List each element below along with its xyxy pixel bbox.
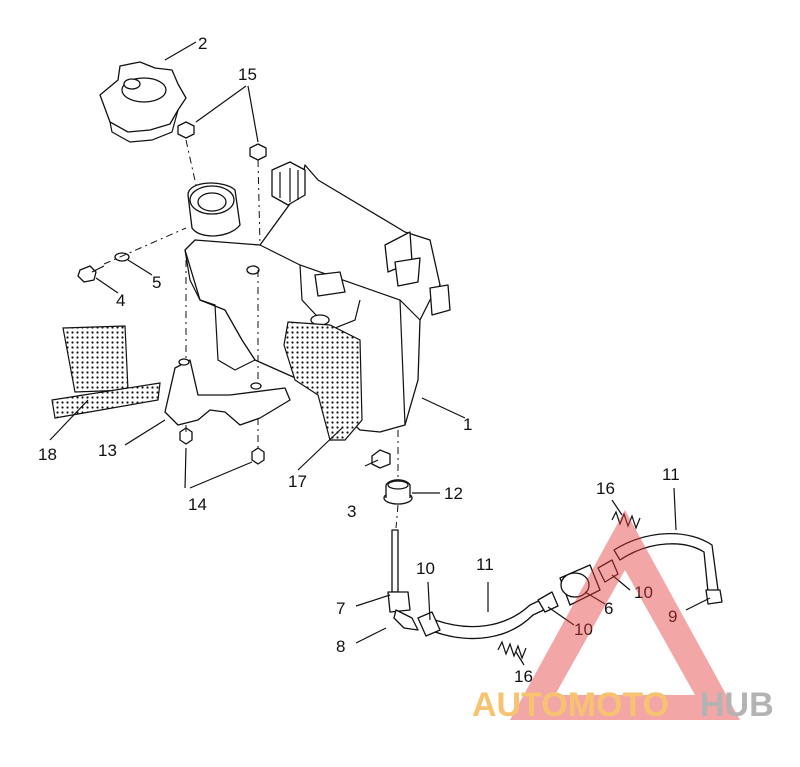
bracket-13 <box>164 358 291 426</box>
callout-7: 7 <box>336 599 345 618</box>
clamps <box>417 559 619 637</box>
callout-14: 14 <box>188 495 207 514</box>
heat-shield <box>283 321 363 441</box>
hose-lower <box>434 597 549 640</box>
callout-8: 8 <box>336 637 345 656</box>
connector-9 <box>705 589 723 605</box>
watermark-triangle-icon <box>510 510 740 720</box>
callout-12: 12 <box>444 484 463 503</box>
callout-9: 9 <box>668 607 677 626</box>
callout-10-right: 10 <box>634 583 653 602</box>
filler-cap <box>99 61 187 143</box>
callout-2: 2 <box>198 34 207 53</box>
callout-13: 13 <box>98 441 117 460</box>
callout-18: 18 <box>38 445 57 464</box>
assembly-lines <box>103 139 399 529</box>
watermark-text-gray: HUB <box>700 686 774 724</box>
callout-10-left: 10 <box>416 559 435 578</box>
spring-upper <box>611 510 641 530</box>
callout-1: 1 <box>463 415 472 434</box>
callout-6: 6 <box>604 599 613 618</box>
watermark: AUTOMOTO HUB <box>472 510 774 724</box>
callout-3: 3 <box>347 502 356 521</box>
callout-15: 15 <box>238 65 257 84</box>
callout-4: 4 <box>116 291 125 310</box>
hardware <box>77 121 391 469</box>
spring-lower <box>497 640 527 660</box>
callout-5: 5 <box>152 273 161 292</box>
callout-11-lower: 11 <box>476 555 494 574</box>
callout-labels: 2 15 4 5 1 13 18 14 17 3 12 16 11 10 11 … <box>38 34 680 686</box>
leader-lines <box>49 41 711 666</box>
callout-11-upper: 11 <box>662 465 680 484</box>
watermark-text-orange: AUTOMOTO <box>472 686 669 724</box>
callout-17: 17 <box>288 472 307 491</box>
grommet-12 <box>383 479 413 505</box>
fuel-pickup <box>387 529 419 631</box>
callout-16-upper: 16 <box>596 479 615 498</box>
callout-16-lower: 16 <box>514 667 533 686</box>
fuel-tank <box>184 161 451 433</box>
callout-10-lower: 10 <box>574 620 593 639</box>
pad-18 <box>51 325 161 419</box>
